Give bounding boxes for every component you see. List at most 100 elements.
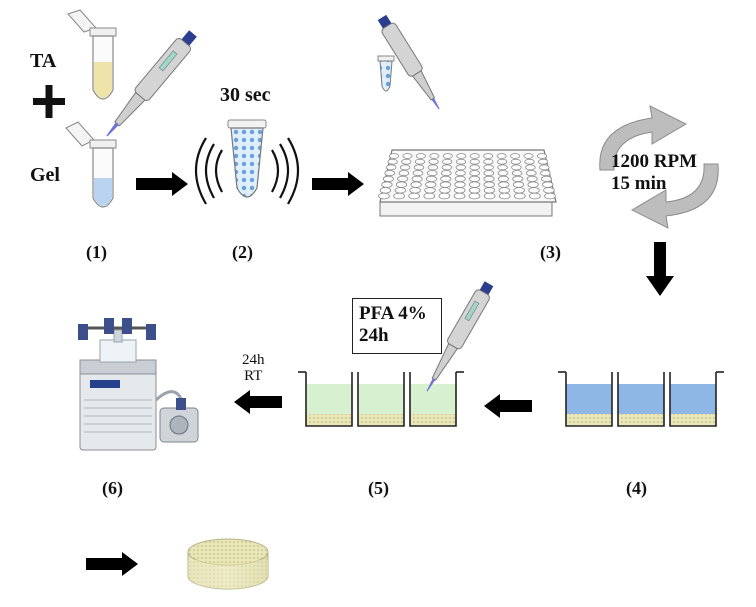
plate-well [427,164,439,171]
well-outline [565,372,613,427]
plate-well [468,181,481,188]
plate-well [402,153,413,159]
plate-well [412,170,424,177]
plate-well [543,187,555,194]
label-dry-temp: RT [244,368,263,384]
plate-well [469,164,480,171]
plate-well [539,164,550,171]
plate-well [425,181,437,188]
label-pfa: PFA 4% [359,303,427,324]
plate-well [381,181,393,188]
pipette-3 [377,14,440,110]
plate-well [401,158,412,165]
plate-well [497,175,509,182]
scaffold-disc-icon [187,538,269,590]
plate-well [411,175,423,182]
plate-well [529,192,541,200]
plate-well [429,153,440,159]
plate-well [398,170,410,177]
step-label-5: (5) [368,478,389,498]
plate-well [525,164,536,171]
plate-well [426,170,438,177]
arrow-2-3 [312,172,364,196]
plate-well [388,153,399,159]
plate-well [525,170,537,177]
plate-well [455,164,467,171]
plate-well [528,187,540,194]
plate-well [512,181,525,188]
plate-well [544,192,556,200]
plate-well [428,158,439,165]
plate-well [537,153,548,159]
plate-well [394,187,407,194]
plate-well [537,158,549,165]
plate-well [454,181,466,188]
plate-well [483,164,494,171]
plate-well [399,164,411,171]
tube-vortex [227,119,267,198]
plate-well [393,192,405,200]
plate-well [512,175,524,182]
well-sediment [670,414,716,426]
plate-well [541,175,553,182]
plate-well [469,153,480,159]
well-outline [305,372,353,427]
small-tube [377,55,395,92]
arrow-3-4 [646,242,674,296]
plate-well [425,175,437,182]
plate-well [483,158,494,165]
plus-sign [33,85,65,118]
plate-well [527,181,539,188]
plate-well [510,158,521,165]
well-liquid [410,384,456,414]
plate-well [382,175,394,182]
label-rpm-speed: 1200 RPM [611,151,698,172]
plate-well [526,175,538,182]
plate-well [410,181,422,188]
well-liquid [306,384,352,414]
plate-well [409,187,421,194]
plate-well [497,170,509,177]
plate-well [523,153,534,159]
step-label-6: (6) [102,478,123,498]
step-label-1: (1) [86,242,107,262]
plate-well [423,192,436,200]
well-outline [617,372,665,427]
tube-gel [65,121,117,208]
plate-well [513,192,526,200]
pipette-5 [426,281,494,392]
plate-well [442,153,453,159]
plate-well [540,170,551,177]
vibration-lines [195,137,299,205]
plate-well [395,181,408,188]
arrow-4-5 [484,394,532,418]
well-liquid [670,384,716,414]
plate-well [469,175,481,182]
label-rpm-time: 15 min [611,173,667,194]
step-label-3: (3) [540,242,561,262]
plate-well [455,158,467,165]
plate-well [442,158,453,165]
label-pfa-time: 24h [359,325,389,346]
plate-well [440,175,452,182]
well-plate [378,149,557,217]
plate-well [483,192,496,200]
arrow-final [86,552,138,576]
plate-well [456,153,467,159]
plate-well [414,158,425,165]
well-sediment [566,414,612,426]
plate-well [483,153,494,159]
plate-well [439,187,451,194]
well-sediment [358,414,404,426]
plate-well [413,164,425,171]
plate-well [498,181,510,188]
tube-ta [67,9,117,100]
pfa-box: PFA 4% 24h [352,298,442,354]
arrow-5-6 [234,390,282,414]
plate-well [440,170,452,177]
label-ta: TA [30,50,57,72]
plate-well [441,164,453,171]
freeze-dryer-icon [78,318,199,451]
